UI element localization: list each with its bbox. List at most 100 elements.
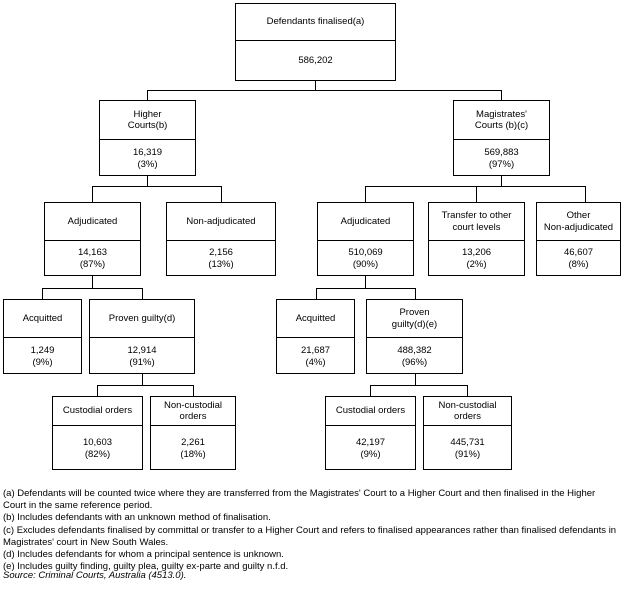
node-title: Adjudicated xyxy=(318,203,413,241)
connector-hproven-bus xyxy=(97,385,193,386)
connector-magistrates-to-transfer xyxy=(476,186,477,203)
connector-hadj-to-acquitted xyxy=(42,288,43,299)
node-value: 10,603 (82%) xyxy=(53,426,142,471)
footnote-e: (e) Includes guilty finding, guilty plea… xyxy=(3,561,289,573)
node-value: 46,607 (8%) xyxy=(537,241,620,277)
node-count: 21,687 xyxy=(300,344,331,356)
source-note: Source: Criminal Courts, Australia (4513… xyxy=(3,570,187,581)
connector-higher-bus xyxy=(92,186,222,187)
connector-mproven-stem xyxy=(415,373,416,385)
connector-higher-to-adjudicated xyxy=(92,186,93,203)
connector-hproven-to-custodial xyxy=(97,385,98,396)
node-title: Magistrates'Courts (b)(c) xyxy=(454,101,549,140)
connector-hadj-to-proven xyxy=(142,288,143,299)
node-title: Defendants finalised(a) xyxy=(236,4,395,41)
node-count: 586,202 xyxy=(298,54,333,66)
node-percent: (9%) xyxy=(32,356,53,368)
connector-madj-to-acquitted xyxy=(316,288,317,299)
node-percent: (90%) xyxy=(352,259,379,270)
node-title: Custodial orders xyxy=(53,397,142,426)
node-higher-acquitted[interactable]: Acquitted 1,249 (9%) xyxy=(3,299,82,374)
node-title: Acquitted xyxy=(277,300,354,338)
node-percent: (4%) xyxy=(305,356,326,368)
node-count: 569,883 xyxy=(484,146,519,158)
node-title: Acquitted xyxy=(4,300,81,338)
node-value: 488,382 (96%) xyxy=(367,338,462,375)
node-higher-non-adjudicated[interactable]: Non-adjudicated 2,156 (13%) xyxy=(166,202,276,276)
footnotes: (a) Defendants will be counted twice whe… xyxy=(3,488,621,573)
node-percent: (18%) xyxy=(180,448,206,460)
node-title: Non-adjudicated xyxy=(167,203,275,241)
footnote-b: (b) Includes defendants with an unknown … xyxy=(3,512,271,524)
connector-mproven-to-noncustodial xyxy=(467,385,468,396)
node-title: Proven guilty(d) xyxy=(90,300,194,338)
node-value: 2,261 (18%) xyxy=(151,426,235,471)
node-count: 445,731 xyxy=(450,436,485,448)
node-title: Custodial orders xyxy=(326,397,415,426)
node-value: 2,156 (13%) xyxy=(167,241,275,277)
connector-magistrates-to-adjudicated xyxy=(365,186,366,203)
node-percent: (13%) xyxy=(208,259,234,270)
node-value: 21,687 (4%) xyxy=(277,338,354,375)
node-value: 569,883 (97%) xyxy=(454,140,549,177)
connector-root-stem xyxy=(315,80,316,91)
node-defendants-finalised[interactable]: Defendants finalised(a) 586,202 xyxy=(235,3,396,81)
node-higher-custodial-orders[interactable]: Custodial orders 10,603 (82%) xyxy=(52,396,143,470)
footnote-c: (c) Excludes defendants finalised by com… xyxy=(3,524,617,548)
node-count: 488,382 xyxy=(397,344,432,356)
node-percent: (87%) xyxy=(79,259,106,270)
connector-madj-bus xyxy=(316,288,416,289)
node-value: 1,249 (9%) xyxy=(4,338,81,375)
node-magistrates-acquitted[interactable]: Acquitted 21,687 (4%) xyxy=(276,299,355,374)
node-value: 586,202 xyxy=(236,41,395,80)
connector-madj-stem xyxy=(365,275,366,288)
node-count: 1,249 xyxy=(30,344,55,356)
node-percent: (82%) xyxy=(84,448,111,460)
node-count: 13,206 xyxy=(461,247,492,258)
connector-madj-to-proven xyxy=(415,288,416,299)
node-percent: (2%) xyxy=(466,259,487,270)
connector-mproven-to-custodial xyxy=(370,385,371,396)
footnote-d: (d) Includes defendants for whom a princ… xyxy=(3,549,284,561)
node-count: 510,069 xyxy=(348,247,383,258)
node-count: 14,163 xyxy=(77,247,108,258)
node-value: 14,163 (87%) xyxy=(45,241,140,277)
connector-hadj-stem xyxy=(92,275,93,288)
node-value: 16,319 (3%) xyxy=(100,140,195,177)
node-value: 445,731 (91%) xyxy=(424,426,511,471)
connector-hadj-bus xyxy=(42,288,143,289)
connector-hproven-stem xyxy=(142,373,143,385)
node-percent: (91%) xyxy=(454,448,481,460)
node-magistrates-custodial-orders[interactable]: Custodial orders 42,197 (9%) xyxy=(325,396,416,470)
connector-root-bus xyxy=(147,90,502,91)
node-magistrates-adjudicated[interactable]: Adjudicated 510,069 (90%) xyxy=(317,202,414,276)
node-higher-adjudicated[interactable]: Adjudicated 14,163 (87%) xyxy=(44,202,141,276)
node-count: 2,261 xyxy=(181,436,205,448)
node-count: 2,156 xyxy=(209,247,233,258)
connector-mproven-bus xyxy=(370,385,467,386)
node-value: 42,197 (9%) xyxy=(326,426,415,471)
node-percent: (97%) xyxy=(488,158,515,170)
connector-magistrates-to-other xyxy=(585,186,586,203)
connector-magistrates-bus xyxy=(365,186,585,187)
node-value: 13,206 (2%) xyxy=(429,241,524,277)
node-magistrates-courts[interactable]: Magistrates'Courts (b)(c) 569,883 (97%) xyxy=(453,100,550,176)
node-value: 510,069 (90%) xyxy=(318,241,413,277)
node-count: 16,319 xyxy=(132,146,163,158)
node-percent: (9%) xyxy=(360,448,381,460)
node-count: 46,607 xyxy=(563,247,594,258)
node-count: 12,914 xyxy=(127,344,157,356)
node-higher-proven-guilty[interactable]: Proven guilty(d) 12,914 (91%) xyxy=(89,299,195,374)
